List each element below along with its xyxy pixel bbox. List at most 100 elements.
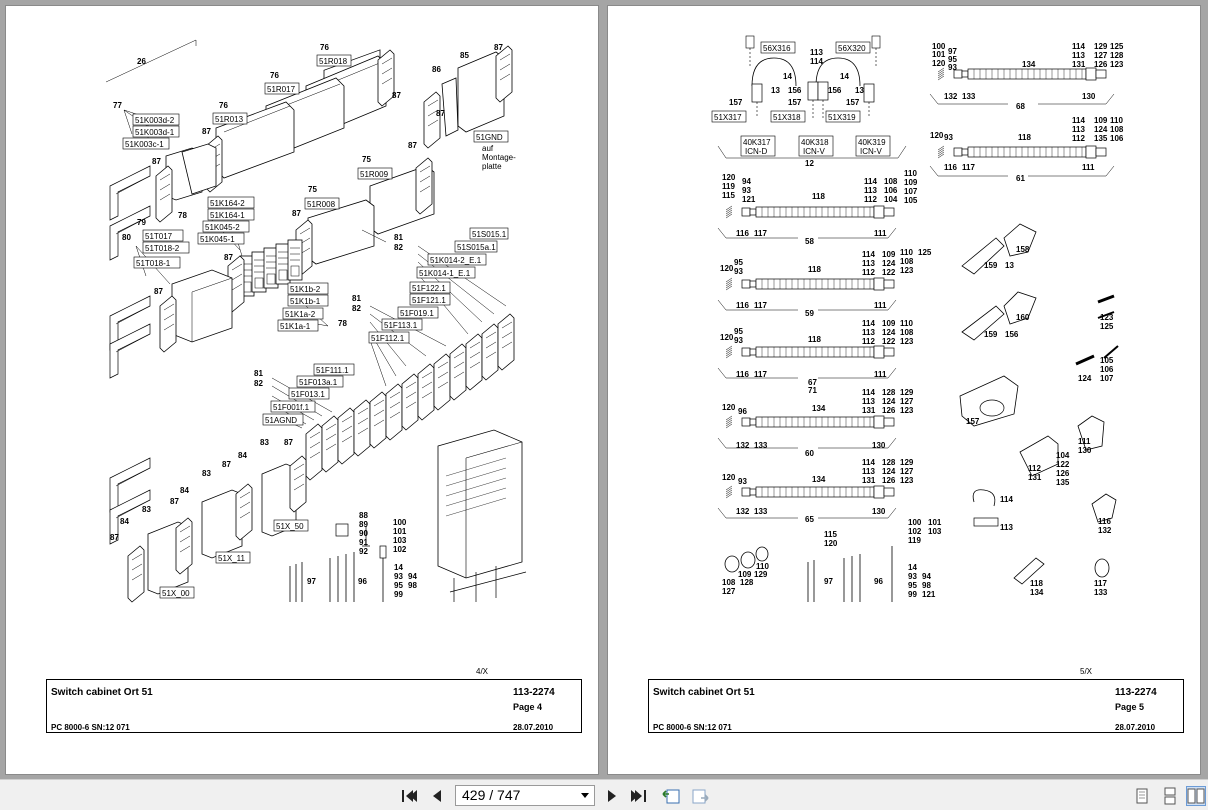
svg-text:51F113.1: 51F113.1	[384, 321, 418, 330]
svg-text:96: 96	[738, 407, 747, 416]
previous-view-button[interactable]	[660, 786, 682, 806]
svg-text:94: 94	[922, 572, 931, 581]
svg-text:97: 97	[948, 47, 957, 56]
svg-text:120: 120	[932, 59, 946, 68]
svg-text:87: 87	[284, 438, 293, 447]
svg-text:111: 111	[874, 301, 887, 310]
svg-text:93: 93	[734, 267, 743, 276]
svg-text:131: 131	[862, 476, 876, 485]
svg-text:93: 93	[948, 63, 957, 72]
svg-text:103: 103	[928, 527, 942, 536]
svg-text:84: 84	[120, 517, 129, 526]
svg-text:65: 65	[805, 515, 814, 524]
svg-text:131: 131	[1072, 60, 1086, 69]
svg-text:116: 116	[736, 370, 749, 379]
svg-text:101: 101	[932, 50, 946, 59]
svg-text:76: 76	[320, 43, 329, 52]
last-page-icon	[631, 790, 646, 802]
svg-text:160: 160	[1016, 313, 1030, 322]
svg-text:156: 156	[788, 86, 802, 95]
next-view-button[interactable]	[690, 786, 712, 806]
plug-158-159	[961, 223, 1037, 275]
svg-text:81: 81	[394, 233, 403, 242]
svg-text:104: 104	[1056, 451, 1070, 460]
gland-116	[1091, 493, 1117, 523]
svg-text:129: 129	[900, 458, 914, 467]
svg-text:98: 98	[408, 581, 417, 590]
svg-text:128: 128	[1110, 51, 1124, 60]
svg-text:133: 133	[1094, 588, 1108, 597]
svg-text:51K164-2: 51K164-2	[210, 199, 245, 208]
machine-serial: PC 8000-6 SN:12 071	[653, 723, 732, 732]
svg-text:117: 117	[1094, 579, 1107, 588]
svg-text:83: 83	[260, 438, 269, 447]
page-number-selector[interactable]: 429 / 747	[455, 785, 595, 806]
svg-text:110: 110	[1110, 116, 1123, 125]
svg-text:14: 14	[840, 72, 849, 81]
svg-text:159: 159	[984, 330, 998, 339]
first-page-button[interactable]	[398, 786, 420, 806]
svg-text:114: 114	[1000, 495, 1013, 504]
svg-text:114: 114	[862, 388, 875, 397]
svg-text:81: 81	[254, 369, 263, 378]
facing-pages-view-button[interactable]	[1186, 786, 1206, 806]
svg-text:157: 157	[846, 98, 860, 107]
svg-text:108: 108	[900, 328, 914, 337]
title-block: Switch cabinet Ort 51 PC 8000-6 SN:12 07…	[648, 679, 1184, 733]
svg-text:51K014-2_E.1: 51K014-2_E.1	[430, 256, 482, 265]
page-4: 26 76 76 76 77 87 87 87 85 86 87 87 51R0…	[6, 6, 598, 774]
svg-text:100: 100	[932, 42, 946, 51]
svg-text:103: 103	[393, 536, 407, 545]
svg-text:157: 157	[788, 98, 802, 107]
svg-text:51K045-1: 51K045-1	[200, 235, 235, 244]
svg-text:130: 130	[1082, 92, 1096, 101]
svg-text:67: 67	[808, 378, 817, 387]
svg-text:118: 118	[808, 265, 821, 274]
svg-text:14: 14	[783, 72, 792, 81]
svg-text:124: 124	[882, 397, 896, 406]
svg-text:134: 134	[1022, 60, 1036, 69]
next-page-button[interactable]	[601, 786, 623, 806]
svg-text:93: 93	[394, 572, 403, 581]
svg-text:102: 102	[908, 527, 922, 536]
facing-pages-view-icon	[1187, 788, 1205, 804]
svg-text:92: 92	[359, 547, 368, 556]
svg-text:51K003d-2: 51K003d-2	[135, 116, 175, 125]
continuous-view-button[interactable]	[1160, 786, 1180, 806]
svg-text:109: 109	[904, 178, 918, 187]
svg-text:51F019.1: 51F019.1	[400, 309, 434, 318]
svg-text:87: 87	[202, 127, 211, 136]
svg-text:97: 97	[307, 577, 316, 586]
cable-67	[725, 345, 895, 359]
svg-text:51K1b-2: 51K1b-2	[290, 285, 321, 294]
svg-text:109: 109	[738, 570, 752, 579]
svg-text:59: 59	[805, 309, 814, 318]
svg-text:95: 95	[734, 327, 743, 336]
svg-text:123: 123	[900, 337, 914, 346]
svg-text:108: 108	[722, 578, 736, 587]
svg-text:128: 128	[882, 388, 896, 397]
svg-text:129: 129	[1094, 42, 1108, 51]
svg-text:126: 126	[1056, 469, 1070, 478]
svg-text:127: 127	[722, 587, 736, 596]
svg-text:114: 114	[1072, 42, 1085, 51]
svg-text:51X_50: 51X_50	[276, 522, 304, 531]
svg-text:87: 87	[152, 157, 161, 166]
page-label: Page 4	[513, 702, 543, 712]
svg-text:130: 130	[1078, 446, 1092, 455]
last-page-button[interactable]	[628, 786, 650, 806]
previous-page-button[interactable]	[426, 786, 448, 806]
svg-text:12: 12	[805, 159, 814, 168]
svg-text:51AGND: 51AGND	[265, 416, 297, 425]
svg-text:120: 120	[722, 173, 736, 182]
svg-text:81: 81	[352, 294, 361, 303]
svg-text:113: 113	[862, 259, 875, 268]
svg-text:115: 115	[824, 530, 837, 539]
svg-text:135: 135	[1094, 134, 1108, 143]
svg-text:97: 97	[824, 577, 833, 586]
svg-text:133: 133	[754, 507, 768, 516]
svg-text:111: 111	[874, 229, 887, 238]
single-page-view-icon	[1136, 788, 1148, 804]
single-page-view-button[interactable]	[1132, 786, 1152, 806]
cable-61	[937, 145, 1107, 159]
